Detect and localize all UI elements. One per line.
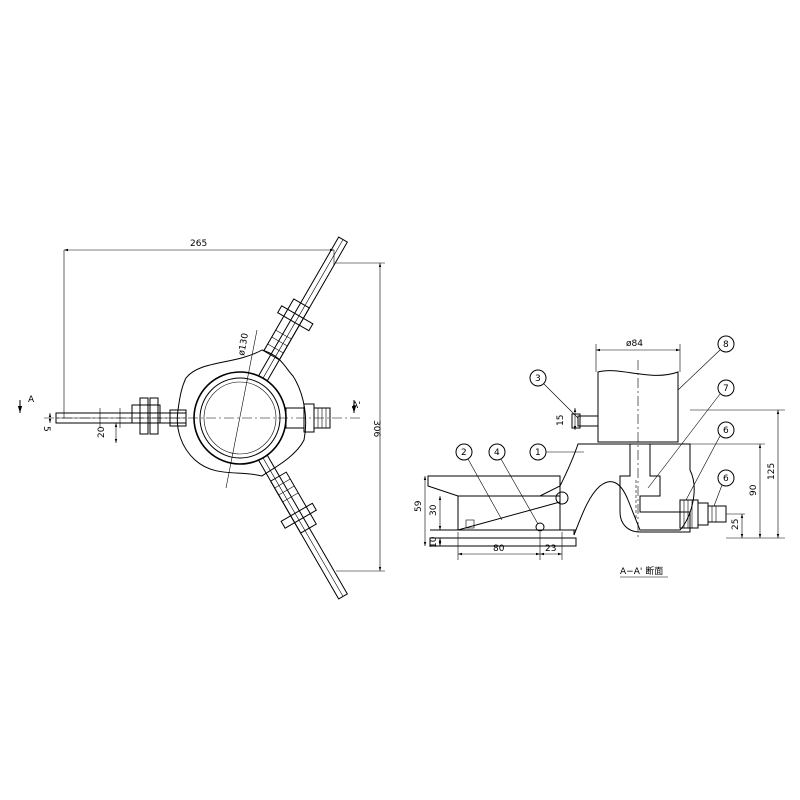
- section-mark-a-prime: A': [352, 401, 361, 411]
- section-view: ø84 15: [414, 335, 785, 578]
- coupling-part-6: [679, 499, 727, 529]
- balloon-7: 7: [647, 379, 735, 489]
- dim-25: 25: [731, 519, 741, 530]
- svg-text:1: 1: [535, 448, 541, 458]
- dim-80: 80: [493, 544, 505, 554]
- dim-90: 90: [749, 484, 759, 496]
- svg-text:8: 8: [723, 340, 729, 350]
- elbow-part-7: [619, 443, 691, 533]
- balloon-1: 1: [529, 443, 584, 461]
- dim-diameter-84: ø84: [626, 339, 643, 349]
- dim-23: 23: [545, 544, 556, 554]
- bolt-part-4: [535, 522, 545, 532]
- svg-text:6: 6: [723, 474, 729, 484]
- foot-pedal-part-2: [457, 491, 569, 532]
- dim-5: 5: [41, 426, 51, 432]
- lower-right-arm: [257, 454, 349, 600]
- svg-text:6: 6: [723, 426, 729, 436]
- balloon-2: 2: [455, 443, 503, 521]
- balloon-6-upper: 6: [685, 421, 735, 501]
- dim-125: 125: [767, 463, 777, 480]
- plan-view: 265 306 A A' ø130: [17, 236, 385, 600]
- cylinder-part-8: [597, 360, 679, 540]
- dim-width-265: 265: [190, 239, 207, 249]
- body-part-1: [559, 443, 695, 536]
- upper-right-arm: [257, 236, 349, 382]
- svg-text:7: 7: [723, 384, 729, 394]
- hose-fitting-plan: [285, 403, 331, 433]
- section-mark-a: A: [28, 395, 35, 405]
- dim-10: 10: [429, 536, 439, 548]
- balloon-4: 4: [488, 443, 539, 525]
- dim-30: 30: [429, 504, 439, 516]
- section-caption: A−A' 断面: [620, 565, 663, 577]
- svg-text:4: 4: [494, 448, 500, 458]
- balloon-8: 8: [677, 335, 735, 391]
- left-arm: [55, 397, 187, 435]
- dim-diameter-130: ø130: [237, 332, 251, 356]
- svg-text:3: 3: [535, 374, 541, 384]
- balloon-6-lower: 6: [713, 469, 735, 507]
- svg-text:2: 2: [461, 448, 467, 458]
- dim-height-306: 306: [371, 420, 381, 437]
- dim-15: 15: [556, 415, 566, 426]
- dim-20: 20: [97, 426, 107, 438]
- base-plate: [427, 475, 561, 497]
- balloon-3: 3: [529, 369, 579, 419]
- dim-59: 59: [414, 500, 424, 512]
